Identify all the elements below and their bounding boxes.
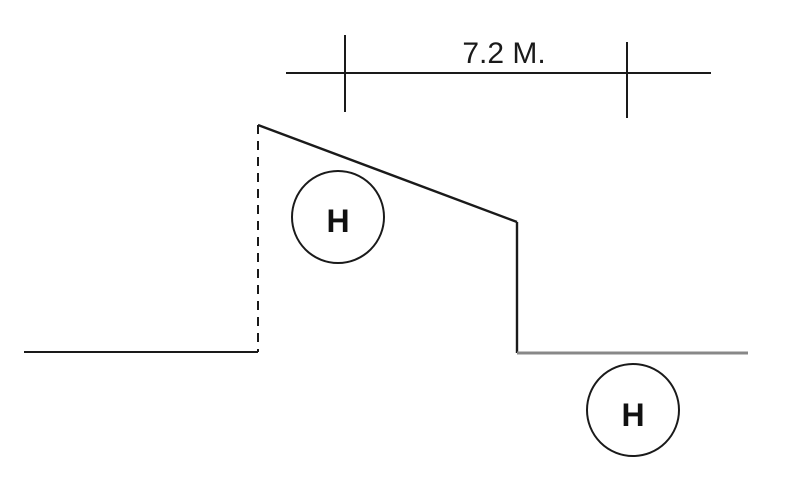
marker-circle	[291, 170, 385, 264]
marker-circle	[586, 363, 680, 457]
marker-letter: H	[326, 203, 349, 239]
height-marker-upper: H	[291, 170, 385, 264]
sloped-top-line	[257, 123, 518, 224]
dimension-annotation: 7.2 M.	[286, 35, 711, 118]
dimension-label: 7.2 M.	[462, 37, 545, 70]
marker-letter: H	[621, 397, 644, 433]
height-marker-lower: H	[586, 363, 680, 457]
